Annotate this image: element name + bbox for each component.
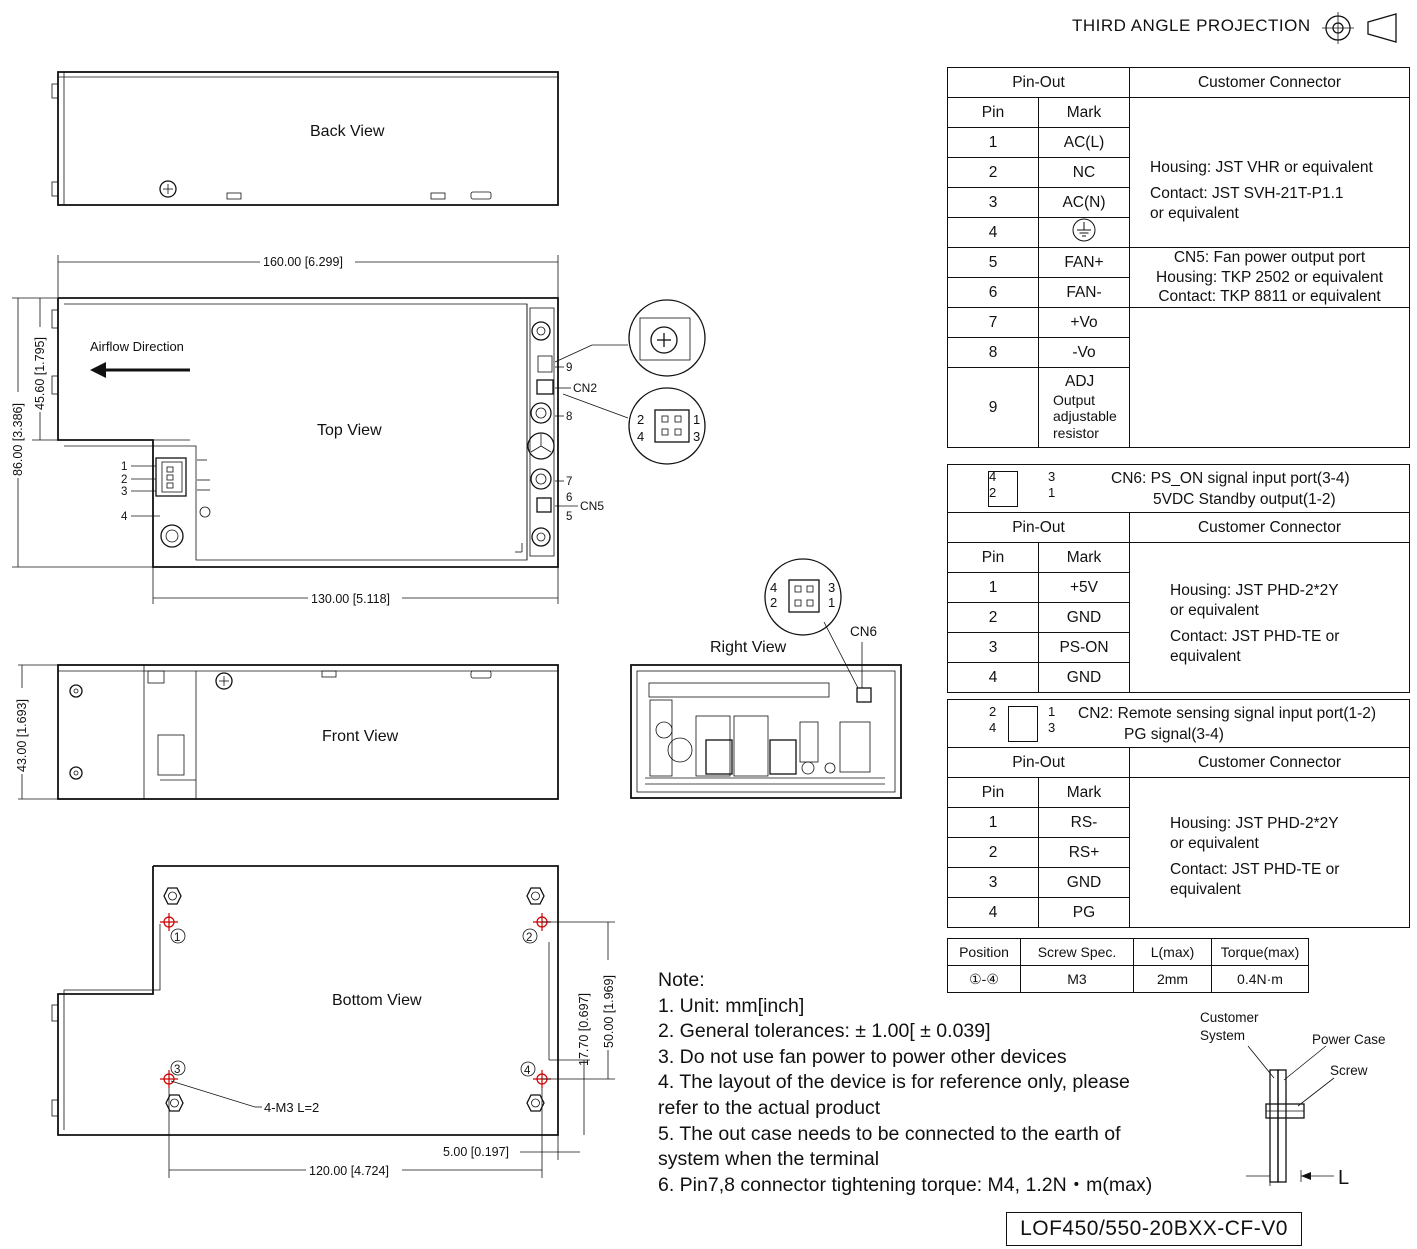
earth-ground-icon: [1072, 218, 1096, 242]
svg-text:3: 3: [174, 1064, 180, 1076]
svg-text:4: 4: [770, 580, 777, 595]
svg-text:7: 7: [566, 476, 572, 488]
dim-height-43: 43.00 [1.693]: [15, 699, 29, 772]
pinout-table-cn2: 2 1 4 3 CN2: Remote sensing signal input…: [947, 699, 1410, 928]
airflow-label: Airflow Direction: [90, 339, 184, 354]
adj-zoom-detail: [628, 299, 706, 377]
dim-width-120: 120.00 [4.724]: [309, 1164, 389, 1178]
dim-width-160: 160.00 [6.299]: [263, 255, 343, 269]
svg-text:1: 1: [121, 461, 127, 473]
svg-text:Customer: Customer: [1200, 1010, 1259, 1025]
svg-text:5: 5: [566, 511, 572, 523]
svg-text:4: 4: [524, 1065, 531, 1077]
svg-text:4: 4: [121, 511, 128, 523]
top-view: 160.00 [6.299] 86.00 [3.386] 45.60 [1.79…: [11, 255, 706, 606]
svg-text:Power Case: Power Case: [1312, 1032, 1386, 1047]
svg-text:Screw: Screw: [1330, 1063, 1368, 1078]
cn5-callout: CN5: [580, 499, 604, 513]
cn6-connector-icon: [988, 471, 1018, 507]
cn6-callout: CN6: [850, 624, 877, 639]
dim-height-50: 50.00 [1.969]: [602, 975, 616, 1048]
back-view-label: Back View: [310, 123, 385, 140]
svg-text:2: 2: [637, 412, 644, 427]
svg-text:4: 4: [637, 429, 644, 444]
projection-label: THIRD ANGLE PROJECTION: [1072, 16, 1311, 35]
svg-text:3: 3: [828, 580, 835, 595]
third-angle-symbol-icon: [1322, 12, 1397, 44]
front-view-label: Front View: [322, 728, 399, 745]
dim-width-130: 130.00 [5.118]: [311, 592, 390, 606]
svg-text:8: 8: [566, 411, 572, 423]
svg-text:9: 9: [566, 362, 572, 374]
cn6-zoom-detail: [764, 558, 842, 636]
dim-height-86: 86.00 [3.386]: [11, 403, 25, 476]
svg-text:System: System: [1200, 1028, 1245, 1043]
hex-nut-icon: [163, 887, 545, 1112]
dim-width-5: 5.00 [0.197]: [443, 1145, 509, 1159]
svg-text:1: 1: [174, 932, 180, 944]
svg-text:2: 2: [121, 474, 127, 486]
cn2-callout: CN2: [573, 381, 597, 395]
dim-height-17: 17.70 [0.697]: [577, 993, 591, 1066]
svg-text:L: L: [1338, 1167, 1349, 1189]
notes: Note: 1. Unit: mm[inch] 2. General toler…: [658, 969, 1153, 1196]
airflow-arrow-icon: [90, 362, 106, 378]
svg-text:6: 6: [566, 492, 572, 504]
cn2-zoom-detail: [628, 387, 706, 465]
svg-text:2: 2: [770, 595, 777, 610]
cn2-connector-icon: [1008, 706, 1038, 742]
model-number: LOF450/550-20BXX-CF-V0: [1006, 1212, 1302, 1246]
svg-text:1: 1: [693, 412, 700, 427]
svg-text:1: 1: [828, 595, 835, 610]
bottom-view-label: Bottom View: [332, 992, 422, 1009]
back-view: Back View: [51, 71, 559, 206]
screw-spec-callout: 4-M3 L=2: [264, 1100, 319, 1115]
dim-height-45: 45.60 [1.795]: [33, 337, 47, 410]
pinout-table-cn6: 4 3 2 1 CN6: PS_ON signal input port(3-4…: [947, 464, 1410, 693]
screw-mount-detail: L Customer System Power Case Screw: [1200, 1010, 1386, 1189]
right-view: Right View CN6 4 3 2 1: [630, 558, 902, 799]
top-view-label: Top View: [317, 422, 382, 439]
svg-text:3: 3: [693, 429, 700, 444]
right-view-label: Right View: [710, 639, 787, 656]
svg-text:3: 3: [121, 486, 127, 498]
bottom-view: Bottom View 1 2 3 4 4-M3 L=2 50.00 [1.96…: [51, 865, 616, 1178]
svg-text:2: 2: [526, 932, 532, 944]
front-view: Front View 43.00 [1.693]: [15, 664, 559, 800]
